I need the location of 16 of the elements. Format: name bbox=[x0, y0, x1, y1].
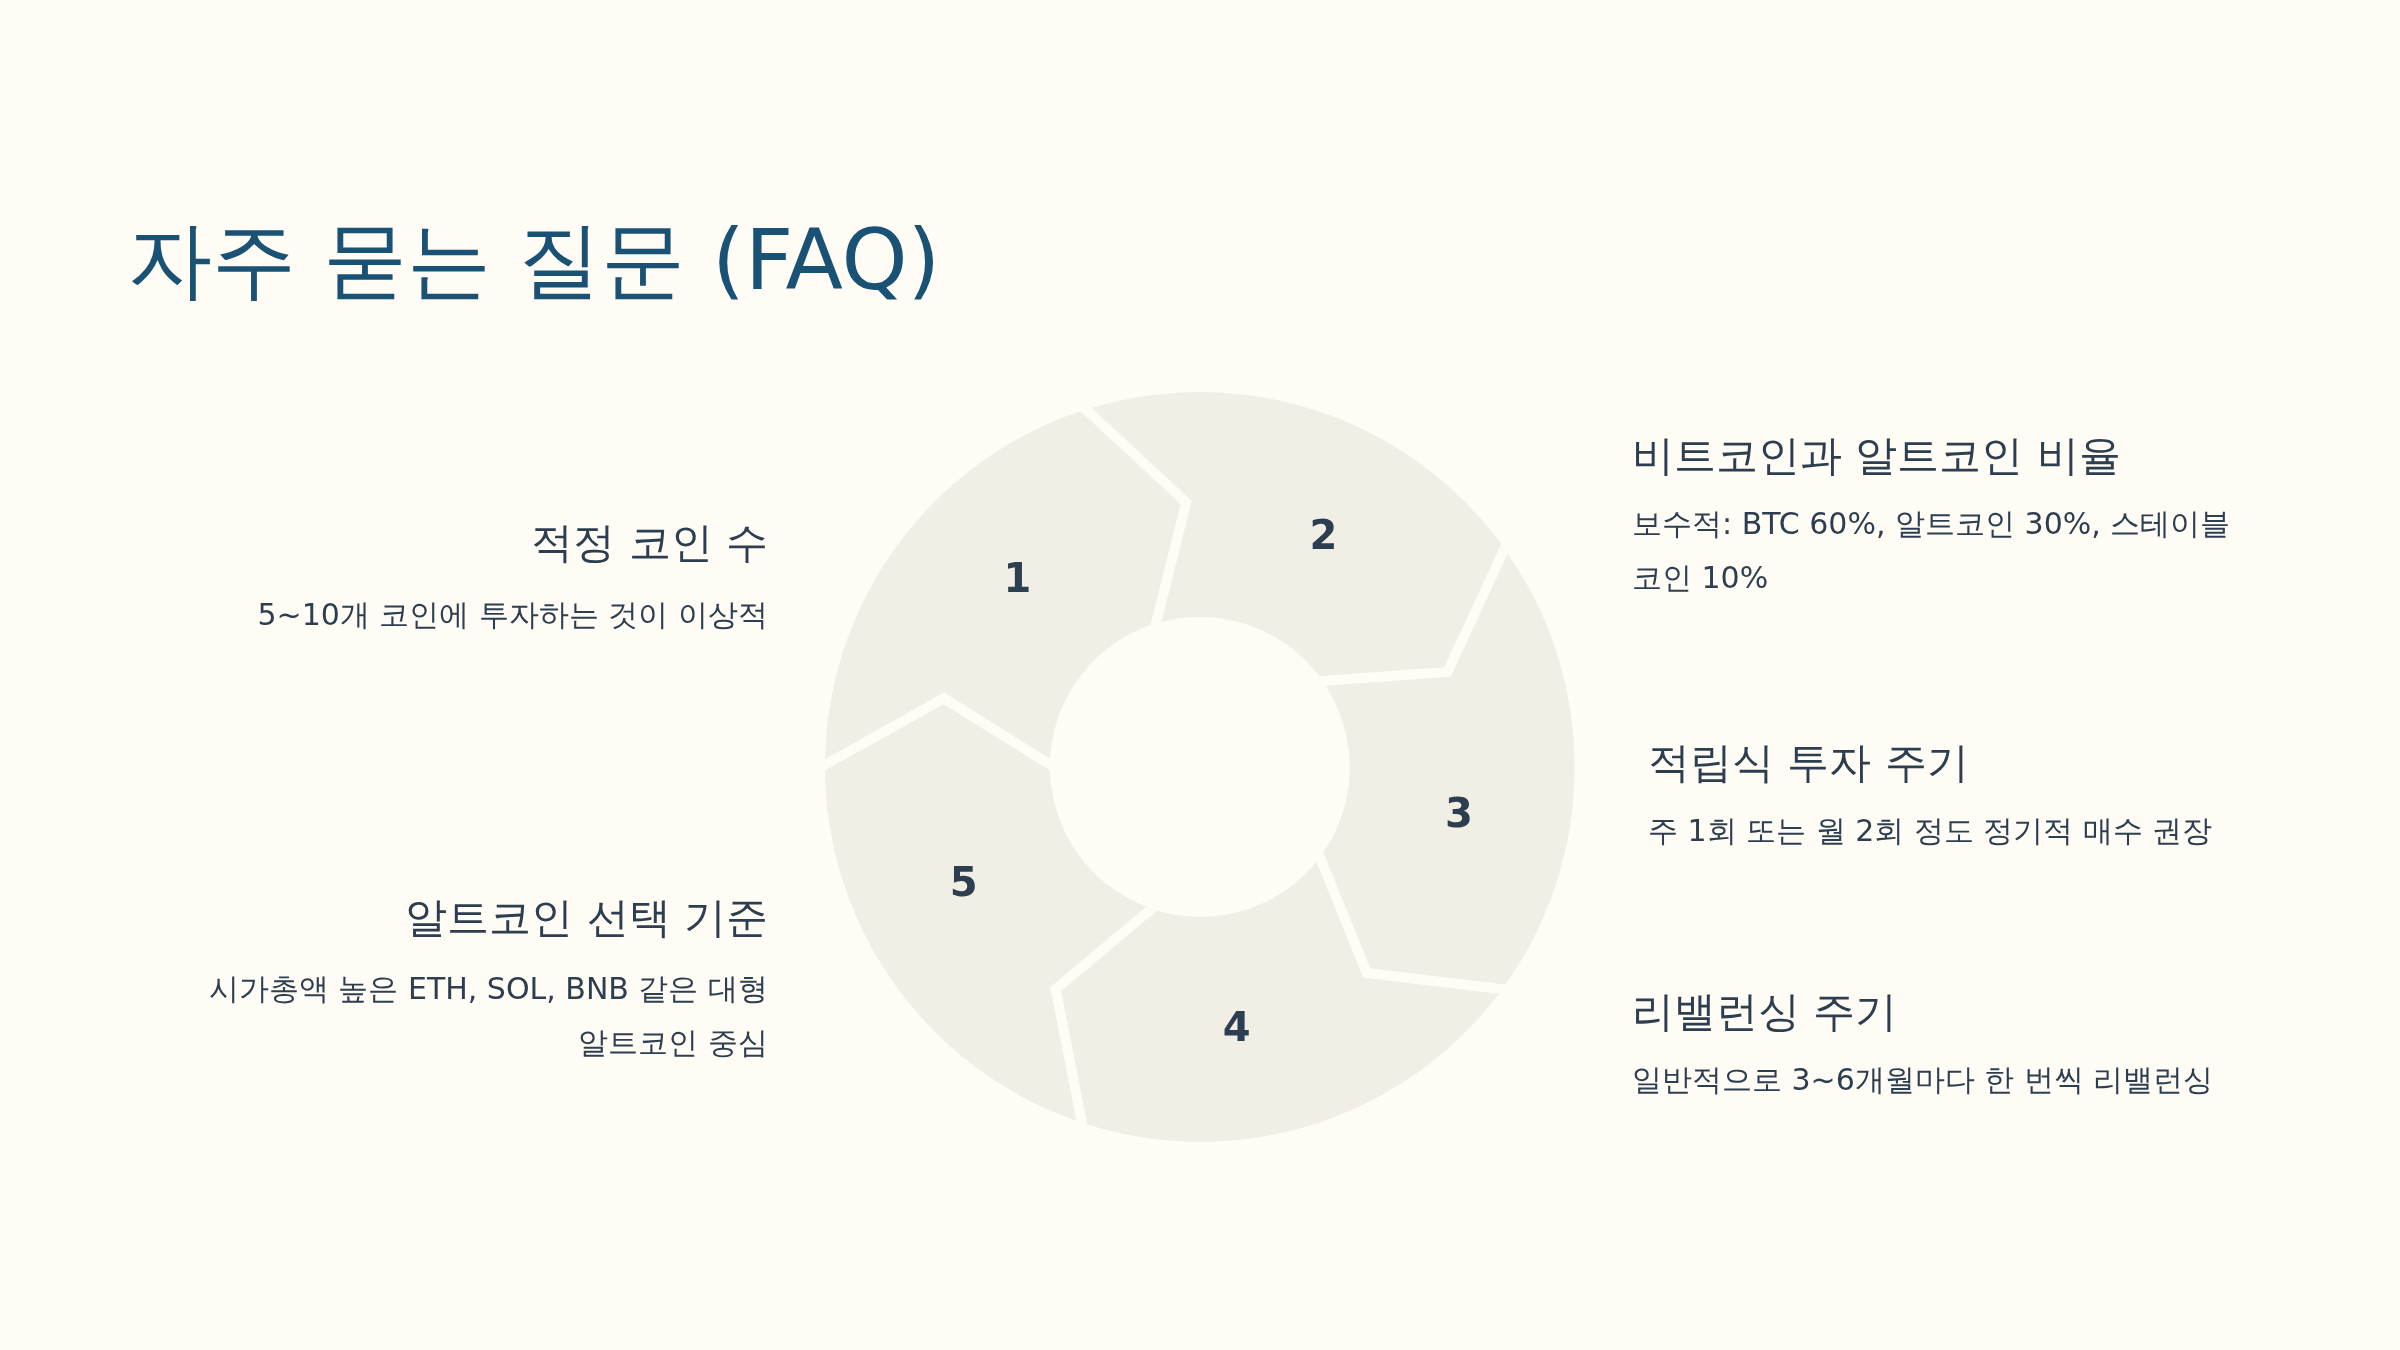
faq-question: 비트코인과 알트코인 비율 bbox=[1632, 430, 2122, 482]
step-number: 3 bbox=[1445, 789, 1473, 836]
step-number: 1 bbox=[1003, 554, 1032, 601]
faq-answer: 일반적으로 3~6개월마다 한 번씩 리밸런싱 bbox=[1632, 1061, 2215, 1099]
step-number: 4 bbox=[1222, 1004, 1251, 1051]
faq-answer: 시가총액 높은 ETH, SOL, BNB 같은 대형 알트코인 중심 bbox=[207, 970, 768, 1062]
step-number: 5 bbox=[949, 859, 978, 906]
title: 자주 묻는 질문 (FAQ) bbox=[128, 210, 941, 311]
faq-answer: 주 1회 또는 월 2회 정도 정기적 매수 권장 bbox=[1648, 812, 2214, 850]
faq-answer: 5~10개 코인에 투자하는 것이 이상적 bbox=[256, 596, 768, 634]
faq-question: 적정 코인 수 bbox=[530, 517, 768, 569]
faq-answer: 보수적: BTC 60%, 알트코인 30%, 스테이블 코인 10% bbox=[1632, 505, 2232, 597]
step-number: 2 bbox=[1309, 511, 1338, 558]
faq-question: 적립식 투자 주기 bbox=[1648, 737, 1970, 789]
faq-question: 리밸런싱 주기 bbox=[1632, 986, 1899, 1038]
faq-question: 알트코인 선택 기준 bbox=[404, 892, 768, 944]
